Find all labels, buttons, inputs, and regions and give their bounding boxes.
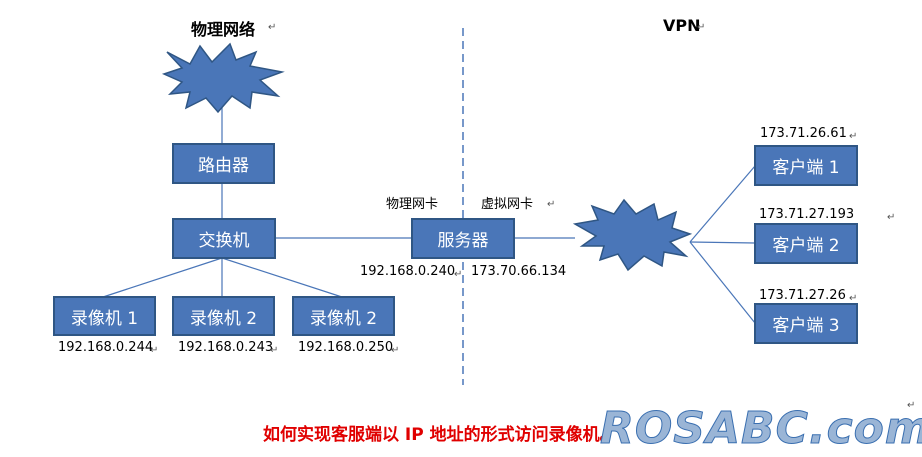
camera-2-ip: 192.168.0.243 (178, 340, 274, 355)
link-cloud-client3 (689, 241, 756, 324)
link-cloud-client1 (689, 165, 756, 243)
return-mark-icon: ↵ (849, 131, 858, 142)
watermark-logo: ROSABC.com (600, 403, 922, 455)
connectors (102, 100, 756, 324)
server-virtual-ip: 173.70.66.134 (471, 264, 567, 279)
internet-cloud-icon (161, 42, 285, 114)
physical-network-header: 物理网络 (191, 20, 256, 39)
camera-2-node: 录像机 2 (172, 296, 275, 336)
router-node: 路由器 (172, 143, 275, 184)
camera-3-node: 录像机 2 (292, 296, 395, 336)
server-physical-ip: 192.168.0.240 (360, 264, 456, 279)
return-mark-icon: ↵ (150, 345, 159, 356)
return-mark-icon: ↵ (907, 400, 916, 411)
return-mark-icon: ↵ (391, 345, 400, 356)
camera-1-node: 录像机 1 (53, 296, 156, 336)
caption-text: 如何实现客服端以 IP 地址的形式访问录像机。 (263, 425, 617, 445)
client-2-node: 客户端 2 (754, 223, 858, 264)
client-2-ip: 173.71.27.193 (759, 207, 855, 222)
link-switch-camera1 (102, 257, 223, 298)
link-switch-camera3 (221, 257, 343, 298)
client-3-node: 客户端 3 (754, 303, 858, 344)
vpn-header: VPN (663, 16, 701, 35)
return-mark-icon: ↵ (887, 212, 896, 223)
client-1-ip: 173.71.26.61 (760, 126, 847, 141)
client-1-node: 客户端 1 (754, 145, 858, 186)
switch-node: 交换机 (172, 218, 276, 259)
return-mark-icon: ↵ (697, 22, 706, 33)
return-mark-icon: ↵ (268, 22, 277, 33)
physical-nic-label: 物理网卡 (386, 197, 439, 212)
link-cloud-client2 (689, 241, 756, 244)
return-mark-icon: ↵ (849, 293, 858, 304)
client-3-ip: 173.71.27.26 (759, 288, 846, 303)
return-mark-icon: ↵ (547, 199, 556, 210)
vpn-cloud-icon (572, 198, 693, 272)
return-mark-icon: ↵ (454, 269, 463, 280)
virtual-nic-label: 虚拟网卡 (481, 197, 534, 212)
camera-1-ip: 192.168.0.244 (58, 340, 154, 355)
return-mark-icon: ↵ (270, 345, 279, 356)
server-node: 服务器 (411, 218, 515, 259)
camera-3-ip: 192.168.0.250 (298, 340, 394, 355)
